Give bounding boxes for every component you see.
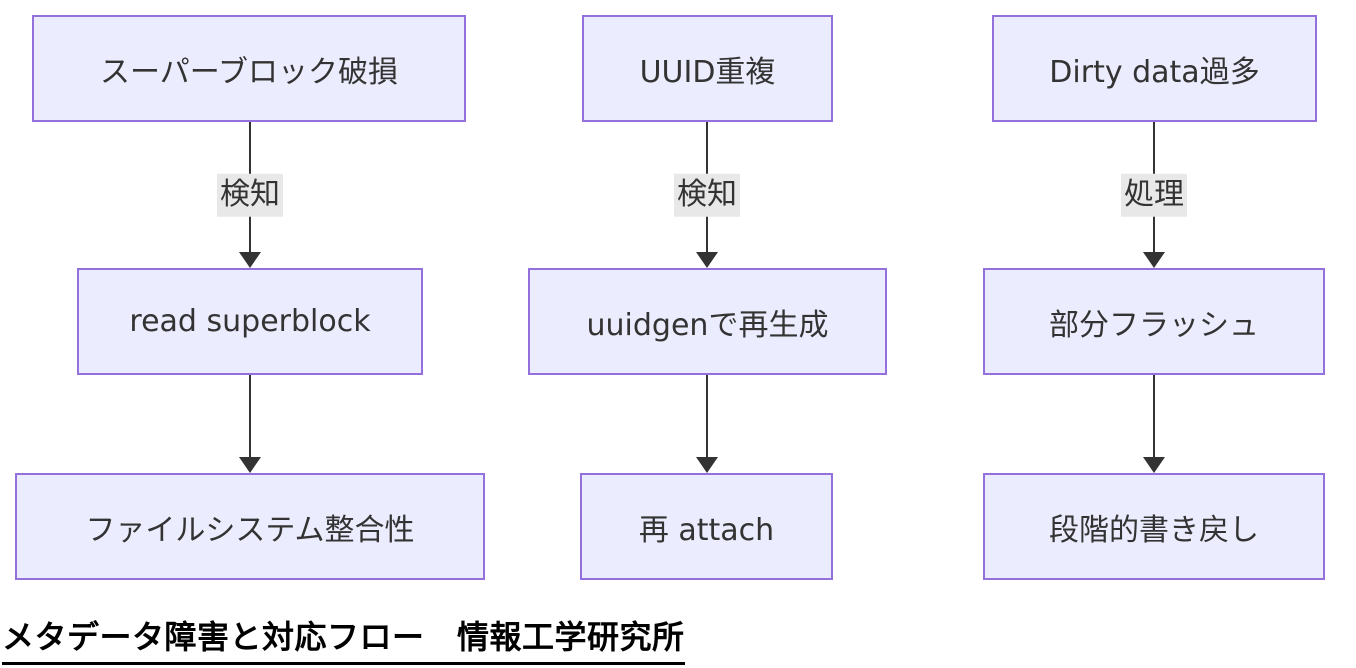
node-uuid-duplicate: UUID重複 (582, 15, 833, 122)
edge-label-process-col3: 処理 (1121, 173, 1187, 217)
node-partial-flush: 部分フラッシュ (983, 268, 1325, 375)
arrow-head-icon (696, 252, 718, 268)
node-reattach: 再 attach (580, 473, 833, 580)
arrow-head-icon (1143, 252, 1165, 268)
diagram-caption: メタデータ障害と対応フロー 情報工学研究所 (2, 612, 685, 665)
node-filesystem-integrity: ファイルシステム整合性 (15, 473, 485, 580)
arrow-head-icon (696, 457, 718, 473)
arrow-line-col1-bottom (249, 375, 251, 458)
node-uuidgen-regenerate: uuidgenで再生成 (528, 268, 887, 375)
arrow-line-col2-bottom (706, 375, 708, 458)
arrow-head-icon (1143, 457, 1165, 473)
node-read-superblock: read superblock (77, 268, 423, 375)
edge-label-detect-col2: 検知 (674, 173, 740, 217)
edge-label-detect-col1: 検知 (217, 173, 283, 217)
arrow-line-col3-bottom (1153, 375, 1155, 458)
node-superblock-damage: スーパーブロック破損 (32, 15, 466, 122)
arrow-head-icon (239, 457, 261, 473)
arrow-head-icon (239, 252, 261, 268)
node-dirty-data-excess: Dirty data過多 (992, 15, 1317, 122)
node-staged-writeback: 段階的書き戻し (983, 473, 1325, 580)
